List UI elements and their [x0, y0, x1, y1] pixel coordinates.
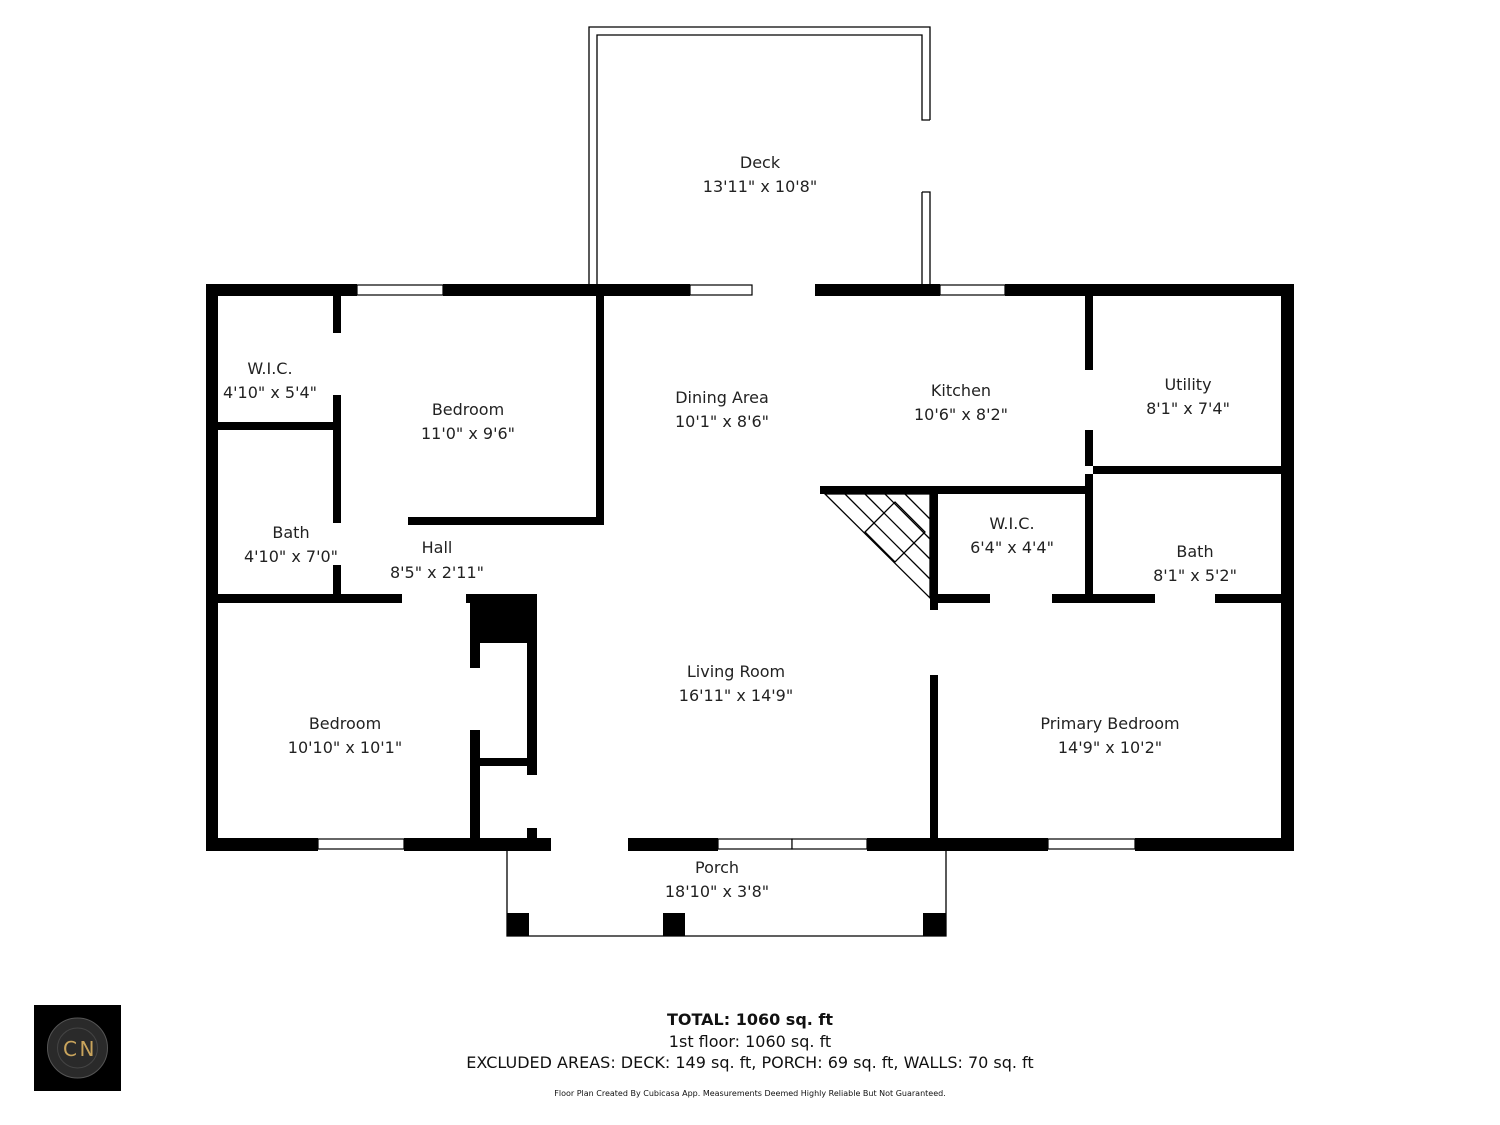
excluded-areas: EXCLUDED AREAS: DECK: 149 sq. ft, PORCH:… — [466, 1053, 1034, 1072]
disclaimer: Floor Plan Created By Cubicasa App. Meas… — [554, 1089, 946, 1098]
hall-name: Hall — [422, 538, 453, 557]
living-dim: 16'11" x 14'9" — [679, 686, 793, 705]
logo-mark: C N — [47, 1017, 108, 1079]
wic1-dim: 4'10" x 5'4" — [223, 383, 317, 402]
utility-name: Utility — [1164, 375, 1211, 394]
exterior-walls — [206, 284, 1294, 851]
bedroom2-name: Bedroom — [309, 714, 381, 733]
hall-dim: 8'5" x 2'11" — [390, 563, 484, 582]
deck-outline — [588, 26, 931, 284]
wic2-name: W.I.C. — [989, 514, 1034, 533]
floor-area: 1st floor: 1060 sq. ft — [668, 1032, 832, 1051]
room-labels: Deck 13'11" x 10'8" W.I.C. 4'10" x 5'4" … — [223, 153, 1237, 901]
svg-text:N: N — [80, 1037, 95, 1061]
bath2-dim: 8'1" x 5'2" — [1153, 566, 1237, 585]
wic1-name: W.I.C. — [247, 359, 292, 378]
bedroom2-dim: 10'10" x 10'1" — [288, 738, 402, 757]
dining-dim: 10'1" x 8'6" — [675, 412, 769, 431]
primary-dim: 14'9" x 10'2" — [1058, 738, 1162, 757]
primary-name: Primary Bedroom — [1040, 714, 1179, 733]
bath1-dim: 4'10" x 7'0" — [244, 547, 338, 566]
svg-text:C: C — [63, 1037, 77, 1061]
wic2-dim: 6'4" x 4'4" — [970, 538, 1054, 557]
porch-outline — [506, 851, 947, 937]
kitchen-name: Kitchen — [931, 381, 991, 400]
porch-name: Porch — [695, 858, 739, 877]
bath1-name: Bath — [272, 523, 309, 542]
kitchen-dim: 10'6" x 8'2" — [914, 405, 1008, 424]
living-name: Living Room — [687, 662, 785, 681]
deck-dim: 13'11" x 10'8" — [703, 177, 817, 196]
photographer-logo: C N — [34, 1005, 121, 1091]
bedroom1-name: Bedroom — [432, 400, 504, 419]
bedroom1-dim: 11'0" x 9'6" — [421, 424, 515, 443]
deck-name: Deck — [740, 153, 781, 172]
interior-walls — [218, 296, 1281, 838]
total-area: TOTAL: 1060 sq. ft — [666, 1010, 834, 1029]
utility-dim: 8'1" x 7'4" — [1146, 399, 1230, 418]
dining-name: Dining Area — [675, 388, 769, 407]
porch-dim: 18'10" x 3'8" — [665, 882, 769, 901]
bath2-name: Bath — [1176, 542, 1213, 561]
stairs — [823, 493, 931, 600]
